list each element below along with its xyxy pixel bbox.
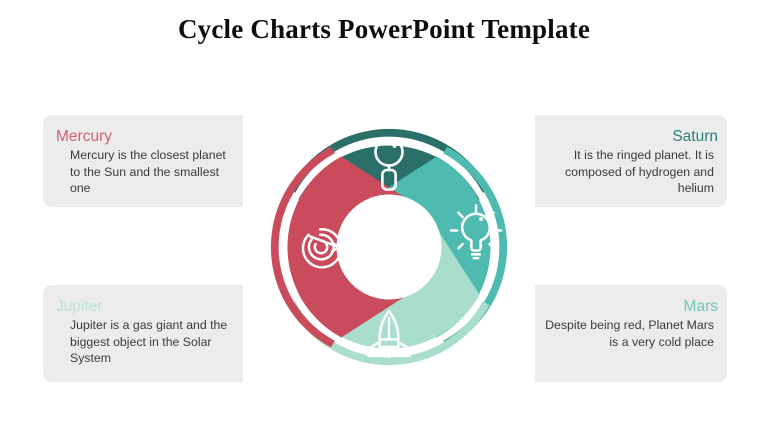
text-block-jupiter: Jupiter Jupiter is a gas giant and the b…: [56, 297, 232, 367]
magnifier-icon: [374, 137, 404, 191]
text-block-saturn: Saturn It is the ringed planet. It is co…: [538, 127, 718, 197]
heading-mars: Mars: [683, 298, 718, 315]
segment-mercury-outer-arc: [270, 146, 335, 348]
lightbulb-icon: [449, 204, 503, 260]
body-mars: Despite being red, Planet Mars is a very…: [545, 318, 714, 349]
segment-jupiter-outer-arc: [288, 301, 490, 366]
target-arrow-icon: [301, 228, 343, 269]
heading-mercury: Mercury: [56, 128, 112, 145]
text-block-mars: Mars Despite being red, Planet Mars is a…: [538, 297, 718, 350]
segment-mars-outer-arc: [443, 146, 508, 348]
heading-saturn: Saturn: [672, 128, 718, 145]
center-hub: [336, 194, 442, 300]
body-saturn: It is the ringed planet. It is composed …: [564, 148, 714, 196]
cycle-diagram: [246, 104, 532, 390]
body-mercury: Mercury is the closest planet to the Sun…: [70, 148, 226, 196]
page-title: Cycle Charts PowerPoint Template: [177, 14, 591, 44]
body-jupiter: Jupiter is a gas giant and the biggest o…: [70, 318, 228, 366]
rocket-icon: [366, 309, 412, 359]
heading-jupiter: Jupiter: [56, 298, 103, 315]
text-block-mercury: Mercury Mercury is the closest planet to…: [56, 127, 232, 197]
segment-saturn-outer-arc: [288, 128, 490, 193]
